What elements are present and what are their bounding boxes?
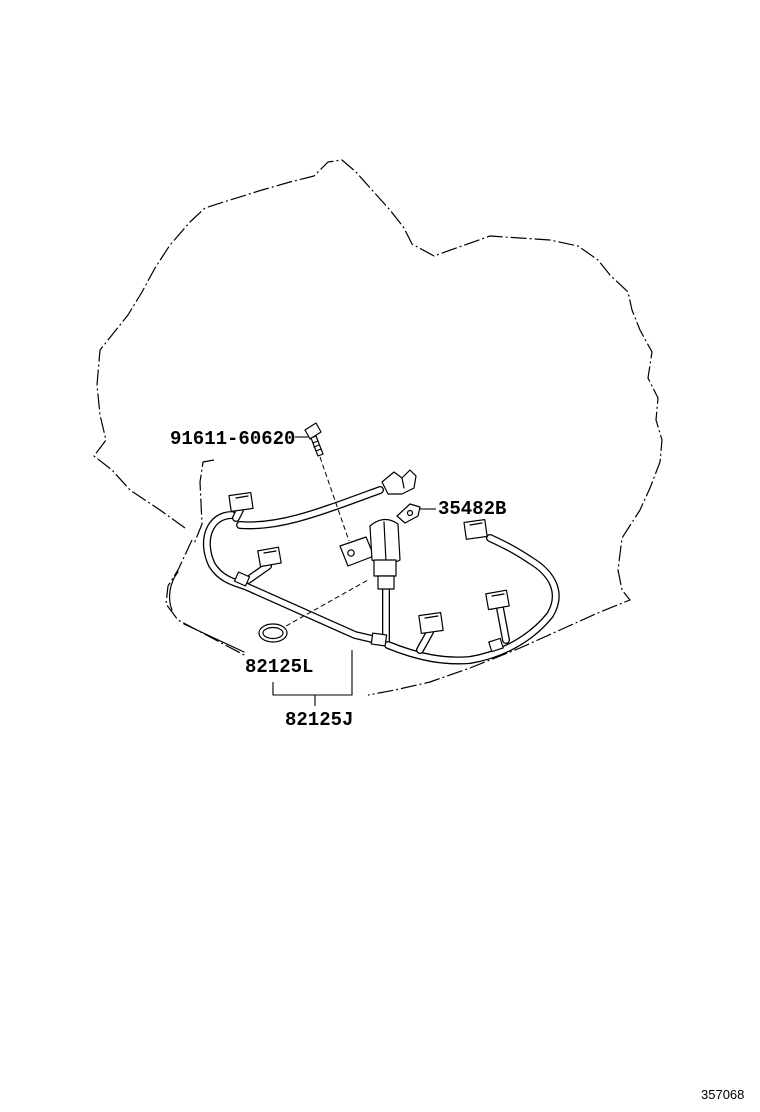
- stub-connector-4: [497, 605, 509, 643]
- connector-4-tab: [491, 593, 505, 597]
- figure-id: 357068: [701, 1087, 744, 1102]
- transmission-outline: [93, 159, 663, 696]
- callouts: 91611-60620 35482B 82125L 82125J: [170, 428, 506, 731]
- connector-3: [418, 611, 444, 635]
- o-ring: [258, 623, 288, 643]
- bolt-head: [304, 422, 322, 440]
- bolt-to-flange-guide: [319, 456, 350, 542]
- connector-5: [463, 518, 488, 540]
- transmission-case-upper-outline: [93, 159, 663, 696]
- sensor-body-edge: [383, 521, 387, 563]
- oil-pan-edge: [183, 623, 245, 653]
- connectors: [228, 491, 510, 635]
- harness-sleeve-junction: [370, 632, 388, 647]
- speed-sensor: [339, 518, 401, 590]
- transmission-case-lower-left-outline: [165, 539, 247, 657]
- assembly-guides: [285, 456, 369, 627]
- harness-clip-body: [381, 469, 417, 495]
- connector-1-tab: [235, 495, 249, 499]
- bracket-outline: [193, 459, 215, 545]
- connector-5-body: [463, 518, 488, 540]
- connector-1-body: [228, 491, 254, 513]
- leader-lines: [272, 436, 436, 706]
- bolt-threads: [312, 440, 322, 452]
- sensor-clip: [396, 503, 421, 524]
- callout-harness-assembly[interactable]: 82125J: [285, 709, 353, 731]
- sensor-clip-hole: [406, 509, 414, 517]
- assembly-bracket: [272, 650, 353, 696]
- harness-upper-branch: [237, 487, 383, 529]
- callout-o-ring[interactable]: 82125L: [245, 656, 313, 678]
- oil-pan-curve: [168, 571, 179, 611]
- harness-sleeve-right: [488, 637, 504, 653]
- bolt: [304, 422, 324, 457]
- connector-2: [257, 546, 282, 568]
- sensor-flange-hole: [347, 549, 355, 557]
- harness-clip: [381, 469, 417, 495]
- callout-clip[interactable]: 35482B: [438, 498, 506, 520]
- connector-5-tab: [469, 522, 483, 526]
- connector-4-body: [485, 589, 510, 611]
- connector-1: [228, 491, 254, 513]
- harness-sleeve-left: [233, 571, 251, 587]
- stub-connector-2: [245, 563, 271, 583]
- o-ring-inner: [262, 626, 284, 640]
- connector-4: [485, 589, 510, 611]
- sensor-flange: [339, 536, 375, 567]
- sensor-neck: [373, 559, 397, 577]
- wire-harness: [202, 486, 560, 665]
- connector-2-tab: [263, 550, 277, 554]
- sensor-tip: [377, 575, 395, 590]
- connector-2-body: [257, 546, 282, 568]
- callout-bolt[interactable]: 91611-60620: [170, 428, 295, 450]
- stub-connector-3: [417, 629, 433, 653]
- harness-right-loop-outline: [384, 534, 560, 665]
- harness-left-loop: [204, 512, 388, 645]
- harness-clip-hook: [401, 477, 405, 489]
- harness-right-loop: [385, 535, 559, 664]
- connector-3-tab: [424, 615, 439, 619]
- connector-3-body: [418, 611, 444, 635]
- harness-left-loop-outline: [202, 511, 389, 646]
- stub-connector-1: [233, 507, 243, 521]
